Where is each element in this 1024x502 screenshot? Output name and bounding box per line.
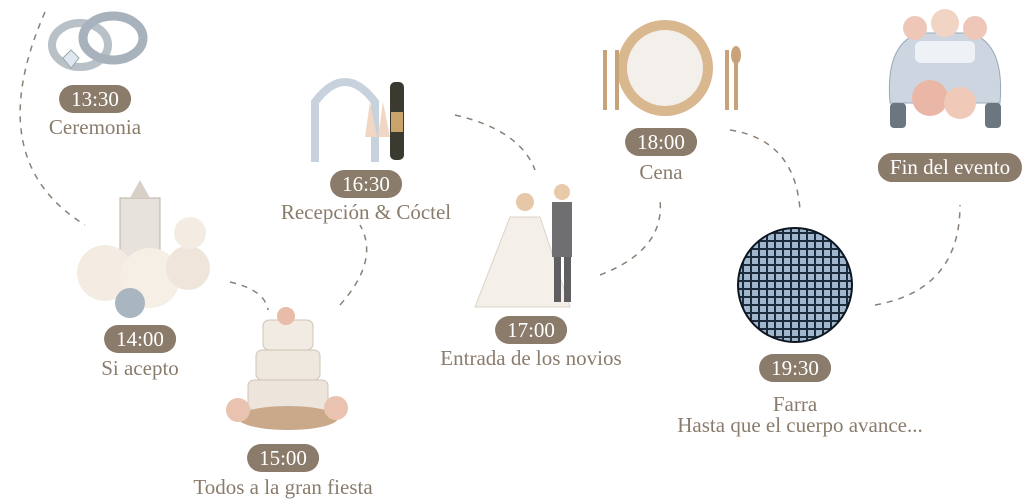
wedding-rings-icon <box>48 11 148 71</box>
event-label-ceremonia: Ceremonia <box>48 115 142 139</box>
event-label-si-acepto: Si acepto <box>101 356 179 380</box>
event-label-farra: Farra <box>772 392 818 416</box>
event-subtitle-farra: Hasta que el cuerpo avance... <box>677 413 923 437</box>
time-badge-cena: 18:00 <box>625 128 697 156</box>
event-label-cena: Cena <box>639 160 683 184</box>
dancing-couple-icon <box>474 184 572 308</box>
event-label-fiesta: Todos a la gran fiesta <box>193 475 373 499</box>
dinner-plate-icon <box>603 20 741 116</box>
disco-ball-icon <box>737 227 853 343</box>
wedding-car-icon <box>888 9 1002 128</box>
time-badge-ceremonia: 13:30 <box>59 85 131 113</box>
wedding-cake-icon <box>226 307 348 430</box>
time-badge-recepcion: 16:30 <box>330 170 402 198</box>
time-badge-fiesta: 15:00 <box>247 444 319 472</box>
time-badge-farra: 19:30 <box>759 354 831 382</box>
event-label-entrada: Entrada de los novios <box>440 346 622 370</box>
time-badge-entrada: 17:00 <box>495 316 567 344</box>
champagne-arch-icon <box>311 78 404 162</box>
event-label-recepcion: Recepción & Cóctel <box>280 200 452 224</box>
church-flowers-icon <box>77 180 210 318</box>
time-badge-si-acepto: 14:00 <box>104 325 176 353</box>
time-badge-fin: Fin del evento <box>877 153 1023 182</box>
